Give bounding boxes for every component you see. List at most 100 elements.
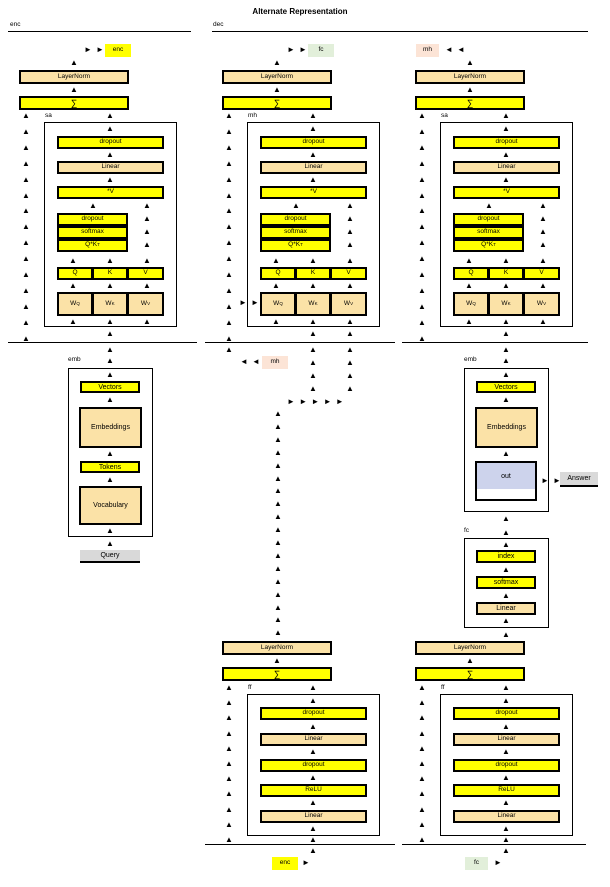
up-arrow-icon: ▲ [309,747,317,757]
section-divider [402,342,588,343]
up-arrow-icon: ▲ [309,256,317,265]
mh-chip: mh [416,44,439,57]
up-arrow-icon: ▲ [346,227,354,236]
up-arrow-icon: ▲ [70,85,78,94]
left-arrow-icon: ◄ [445,45,453,54]
up-arrow-icon: ▲ [225,317,233,327]
up-arrow-icon: ▲ [309,345,317,354]
up-arrow-icon: ▲ [106,449,114,458]
up-arrow-icon: ▲ [274,576,282,586]
up-arrow-icon: ▲ [539,201,547,210]
w-sub: K [507,300,511,306]
up-arrow-icon: ▲ [22,222,30,232]
enc-section-divider [8,31,191,32]
up-arrow-icon: ▲ [272,281,280,290]
up-arrow-icon: ▲ [274,447,282,457]
dropout-bar: dropout [260,136,367,149]
embeddings-box: Embeddings [79,407,142,448]
softmax-box: softmax [476,576,536,589]
mh-chip: mh [262,356,288,369]
up-arrow-icon: ▲ [225,254,233,264]
w-label: W [105,299,112,307]
up-arrow-icon: ▲ [418,238,426,248]
up-arrow-icon: ▲ [106,281,114,290]
up-arrow-icon: ▲ [274,615,282,625]
up-arrow-icon: ▲ [418,774,426,784]
w-sub: V [147,300,151,306]
up-arrow-icon: ▲ [466,656,474,665]
up-arrow-icon: ▲ [418,206,426,216]
vectors-box: Vectors [476,381,536,393]
up-arrow-icon: ▲ [309,835,317,844]
up-arrow-icon: ▲ [22,174,30,184]
w-sub: Q [76,300,80,306]
up-arrow-icon: ▲ [106,475,114,484]
up-arrow-icon: ▲ [309,317,317,326]
w-label: W [70,299,77,307]
up-arrow-icon: ▲ [274,512,282,522]
up-arrow-icon: ▲ [418,759,426,768]
up-arrow-icon: ▲ [225,728,233,738]
sum-bar: ∑ [415,667,525,681]
up-arrow-icon: ▲ [309,124,317,133]
up-arrow-icon: ▲ [106,124,114,133]
up-arrow-icon: ▲ [346,256,354,265]
up-arrow-icon: ▲ [465,256,473,265]
up-arrow-icon: ▲ [309,175,317,184]
k-cell: K [295,267,331,280]
vocabulary-box: Vocabulary [79,486,142,525]
up-arrow-icon: ▲ [502,590,510,600]
index-box: index [476,550,536,563]
up-arrow-icon: ▲ [502,514,510,523]
up-arrow-icon: ▲ [418,789,426,799]
up-arrow-icon: ▲ [539,227,547,236]
up-arrow-icon: ▲ [346,317,354,326]
up-arrow-icon: ▲ [22,270,30,279]
up-arrow-icon: ▲ [418,222,426,232]
up-arrow-icon: ▲ [346,358,354,367]
up-arrow-icon: ▲ [502,565,510,575]
sum-bar: ∑ [222,667,332,681]
enc-section-label: enc [10,21,21,28]
up-arrow-icon: ▲ [309,281,317,290]
dropout-bar: dropout [453,213,524,226]
up-arrow-icon: ▲ [274,589,282,599]
right-arrow-icon: ► [287,397,295,406]
up-arrow-icon: ▲ [309,824,317,833]
up-arrow-icon: ▲ [225,713,233,723]
up-arrow-icon: ▲ [418,301,426,311]
up-arrow-icon: ▲ [106,526,114,535]
fc-block-label: fc [464,527,470,534]
up-arrow-icon: ▲ [225,158,233,168]
up-arrow-icon: ▲ [418,683,426,692]
up-arrow-icon: ▲ [225,698,233,708]
up-arrow-icon: ▲ [274,525,282,535]
up-arrow-icon: ▲ [309,150,317,159]
up-arrow-icon: ▲ [106,329,114,338]
vectors-box: Vectors [80,381,140,393]
up-arrow-icon: ▲ [418,126,426,136]
up-arrow-icon: ▲ [274,602,282,612]
up-arrow-icon: ▲ [272,256,280,265]
k-cell: K [488,267,524,280]
up-arrow-icon: ▲ [274,473,282,483]
up-arrow-icon: ▲ [106,256,114,265]
up-arrow-icon: ▲ [502,345,510,354]
answer-box: Answer [560,472,598,487]
up-arrow-icon: ▲ [106,111,114,120]
up-arrow-icon: ▲ [502,846,510,855]
v-cell: V [330,267,367,280]
up-arrow-icon: ▲ [418,333,426,343]
right-arrow-icon: ► [335,397,344,406]
up-arrow-icon: ▲ [346,371,354,380]
qkt-label: Q*K [85,241,98,249]
dropout-bar: dropout [453,136,560,149]
up-arrow-icon: ▲ [309,696,317,705]
up-arrow-icon: ▲ [502,721,510,731]
out-box: out [475,461,537,501]
